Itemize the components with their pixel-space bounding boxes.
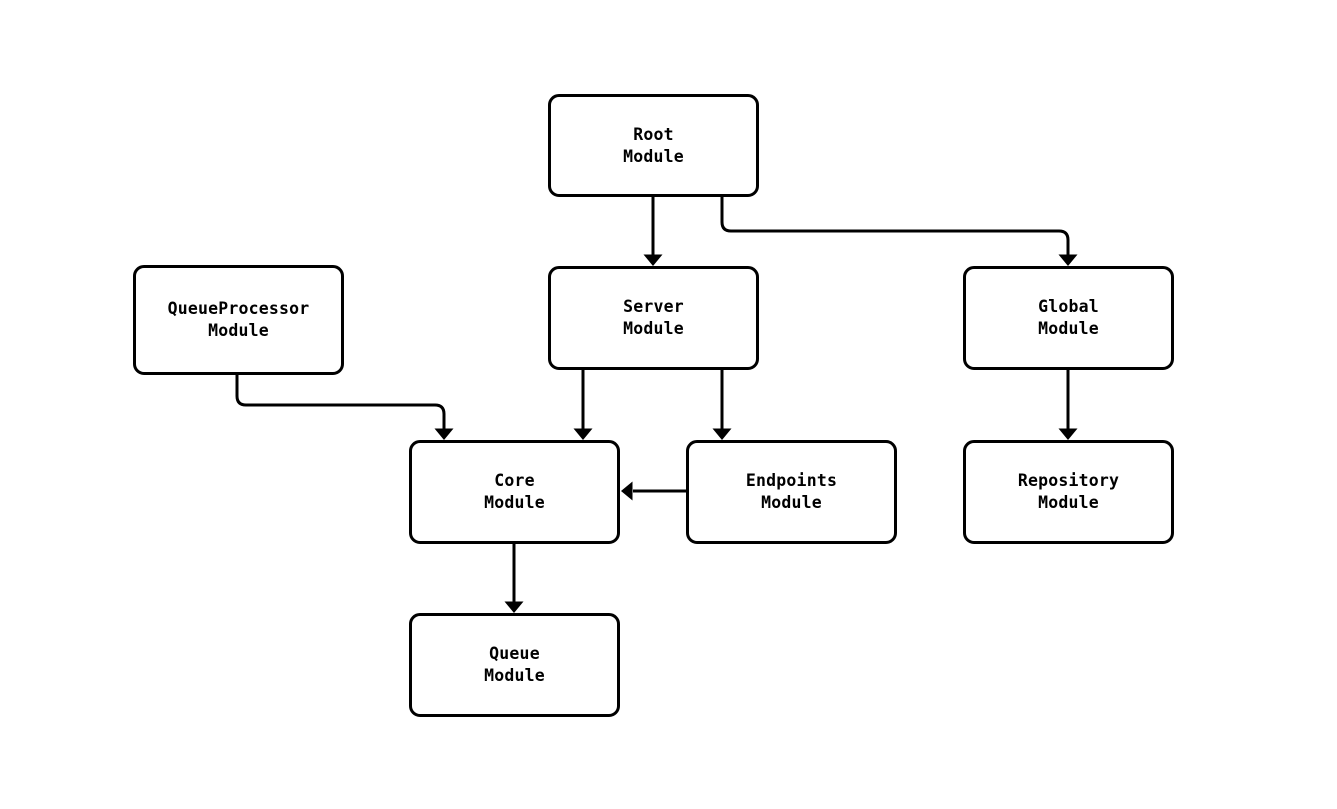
node-label-primary: Root — [633, 124, 674, 144]
node-label-secondary: Module — [1038, 319, 1099, 338]
node-label-primary: Endpoints — [745, 471, 838, 490]
edge-server-to-endpoints — [712, 370, 732, 440]
edge-global-to-repository — [1058, 370, 1078, 440]
arrowhead-icon — [643, 254, 663, 266]
edge-queueprocessor-to-core — [235, 375, 454, 440]
edge-line — [720, 197, 1070, 255]
arrowhead-icon — [573, 428, 593, 440]
arrowhead-icon — [621, 481, 633, 501]
arrowhead-icon — [1058, 428, 1078, 440]
node-label-secondary: Module — [208, 321, 269, 340]
node-label-secondary: Module — [484, 493, 545, 512]
node-label-primary: Queue — [489, 644, 540, 663]
arrowhead-icon — [1058, 254, 1078, 266]
node-label-secondary: Module — [761, 493, 822, 512]
edge-line — [235, 375, 446, 429]
node-label-primary: QueueProcessor — [167, 299, 310, 318]
arrowhead-icon — [434, 428, 454, 440]
arrowhead-icon — [712, 428, 732, 440]
node-label-primary: Server — [623, 297, 684, 316]
node-label-secondary: Module — [623, 319, 684, 338]
edge-core-to-queue — [504, 544, 524, 613]
edge-endpoints-to-core — [621, 481, 686, 501]
arrowhead-icon — [504, 601, 524, 613]
node-label-primary: Global — [1038, 297, 1099, 316]
node-label-primary: Core — [494, 471, 535, 490]
node-label-secondary: Module — [1038, 493, 1099, 512]
edge-root-to-global — [720, 197, 1078, 266]
node-label-secondary: Module — [623, 146, 684, 166]
edge-server-to-core — [573, 370, 593, 440]
edge-root-to-server — [643, 197, 663, 266]
node-label-secondary: Module — [484, 666, 545, 685]
node-label-primary: Repository — [1017, 471, 1120, 490]
